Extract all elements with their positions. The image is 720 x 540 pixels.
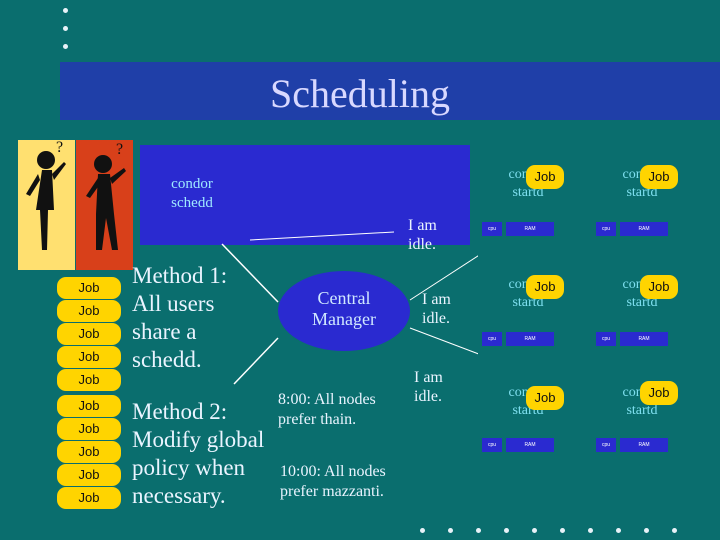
bullet-dot	[616, 528, 621, 533]
svg-text:?: ?	[56, 140, 63, 156]
job-queue: Job Job Job Job Job Job Job Job Job Job	[57, 277, 123, 517]
bullet-dot	[63, 26, 68, 31]
users-illustration: ? ?	[18, 139, 133, 270]
machine-node: condor startd Job cpu RAM	[478, 270, 578, 370]
ram-chip: RAM	[620, 332, 668, 346]
cm-to-machine-line	[409, 251, 485, 301]
job-item: Job	[57, 369, 121, 391]
method1-text: Method 1: All users share a schedd.	[132, 262, 227, 374]
policy-800-text: 8:00: All nodes prefer thain.	[278, 390, 376, 430]
machine-node: condor startd Job cpu RAM	[478, 378, 578, 478]
slide-title: Scheduling	[270, 71, 450, 116]
job-item: Job	[57, 441, 121, 463]
method1-line: share a	[132, 319, 197, 344]
idle-message-2: I am idle.	[422, 290, 451, 328]
ram-chip: RAM	[620, 438, 668, 452]
cpu-chip: cpu	[482, 438, 502, 452]
title-band	[60, 62, 720, 120]
idle-line: idle.	[408, 236, 436, 253]
bullet-dot	[420, 528, 425, 533]
policy-line: prefer thain.	[278, 411, 357, 428]
idle-line: idle.	[414, 388, 442, 405]
schedd-label: condor schedd	[162, 175, 222, 213]
machine-job: Job	[640, 275, 678, 299]
job-item: Job	[57, 464, 121, 486]
bullet-dot	[672, 528, 677, 533]
cpu-chip: cpu	[482, 332, 502, 346]
job-item: Job	[57, 487, 121, 509]
machine-job: Job	[640, 165, 678, 189]
cm-to-machine-line	[409, 327, 485, 357]
cpu-chip: cpu	[482, 222, 502, 236]
method1-line: All users	[132, 291, 215, 316]
method2-line: necessary.	[132, 483, 226, 508]
ram-chip: RAM	[506, 222, 554, 236]
cpu-chip: cpu	[596, 332, 616, 346]
job-item: Job	[57, 277, 121, 299]
method2-line: Method 2:	[132, 399, 228, 424]
bullet-dot	[504, 528, 509, 533]
bullet-dot	[63, 44, 68, 49]
idle-message-1: I am idle.	[408, 216, 437, 254]
cm-line1: Central	[317, 288, 371, 308]
condor-schedd-box	[140, 145, 470, 245]
schedd-link-line	[249, 231, 395, 241]
bullet-dot	[644, 528, 649, 533]
schedd-label-line2: schedd	[171, 195, 213, 211]
method2-line: Modify global	[132, 427, 265, 452]
central-manager-label: Central Manager	[290, 288, 398, 330]
method2-text: Method 2: Modify global policy when nece…	[132, 398, 264, 510]
policy-line: 10:00: All nodes	[280, 463, 386, 480]
job-item: Job	[57, 346, 121, 368]
policy-line: prefer mazzanti.	[280, 483, 384, 500]
machine-node: condor startd Job cpu RAM	[592, 270, 692, 370]
machine-node: condor startd Job cpu RAM	[592, 378, 692, 478]
machine-job: Job	[526, 275, 564, 299]
cm-line2: Manager	[312, 309, 376, 329]
method1-line: Method 1:	[132, 263, 228, 288]
machine-job: Job	[526, 165, 564, 189]
idle-message-3: I am idle.	[414, 368, 443, 406]
ram-chip: RAM	[506, 438, 554, 452]
cm-to-schedd-line	[221, 243, 279, 303]
central-manager-ellipse	[278, 271, 410, 351]
cpu-chip: cpu	[596, 222, 616, 236]
cpu-chip: cpu	[596, 438, 616, 452]
ram-chip: RAM	[506, 332, 554, 346]
policy-1000-text: 10:00: All nodes prefer mazzanti.	[280, 462, 386, 502]
bullet-dot	[532, 528, 537, 533]
idle-line: idle.	[422, 310, 450, 327]
machine-startd-label: startd	[626, 403, 658, 418]
bullet-dot	[560, 528, 565, 533]
schedd-label-line1: condor	[171, 176, 213, 192]
svg-text:?: ?	[116, 141, 123, 158]
machine-job: Job	[640, 381, 678, 405]
method2-line: policy when	[132, 455, 246, 480]
machine-node: condor startd Job cpu RAM	[478, 160, 578, 260]
bullet-dot	[588, 528, 593, 533]
method1-line: schedd.	[132, 347, 202, 372]
policy-line: 8:00: All nodes	[278, 391, 376, 408]
machine-node: condor startd Job cpu RAM	[592, 160, 692, 260]
idle-line: I am	[422, 291, 451, 308]
job-item: Job	[57, 418, 121, 440]
bottom-dots	[420, 528, 720, 536]
job-item: Job	[57, 323, 121, 345]
job-item: Job	[57, 300, 121, 322]
idle-line: I am	[414, 369, 443, 386]
bullet-dot	[476, 528, 481, 533]
ram-chip: RAM	[620, 222, 668, 236]
cm-to-policy-line	[233, 337, 279, 385]
confused-users-icon: ? ?	[18, 139, 133, 270]
bullet-dot	[63, 8, 68, 13]
idle-line: I am	[408, 217, 437, 234]
machine-job: Job	[526, 386, 564, 410]
bullet-dot	[448, 528, 453, 533]
job-item: Job	[57, 395, 121, 417]
